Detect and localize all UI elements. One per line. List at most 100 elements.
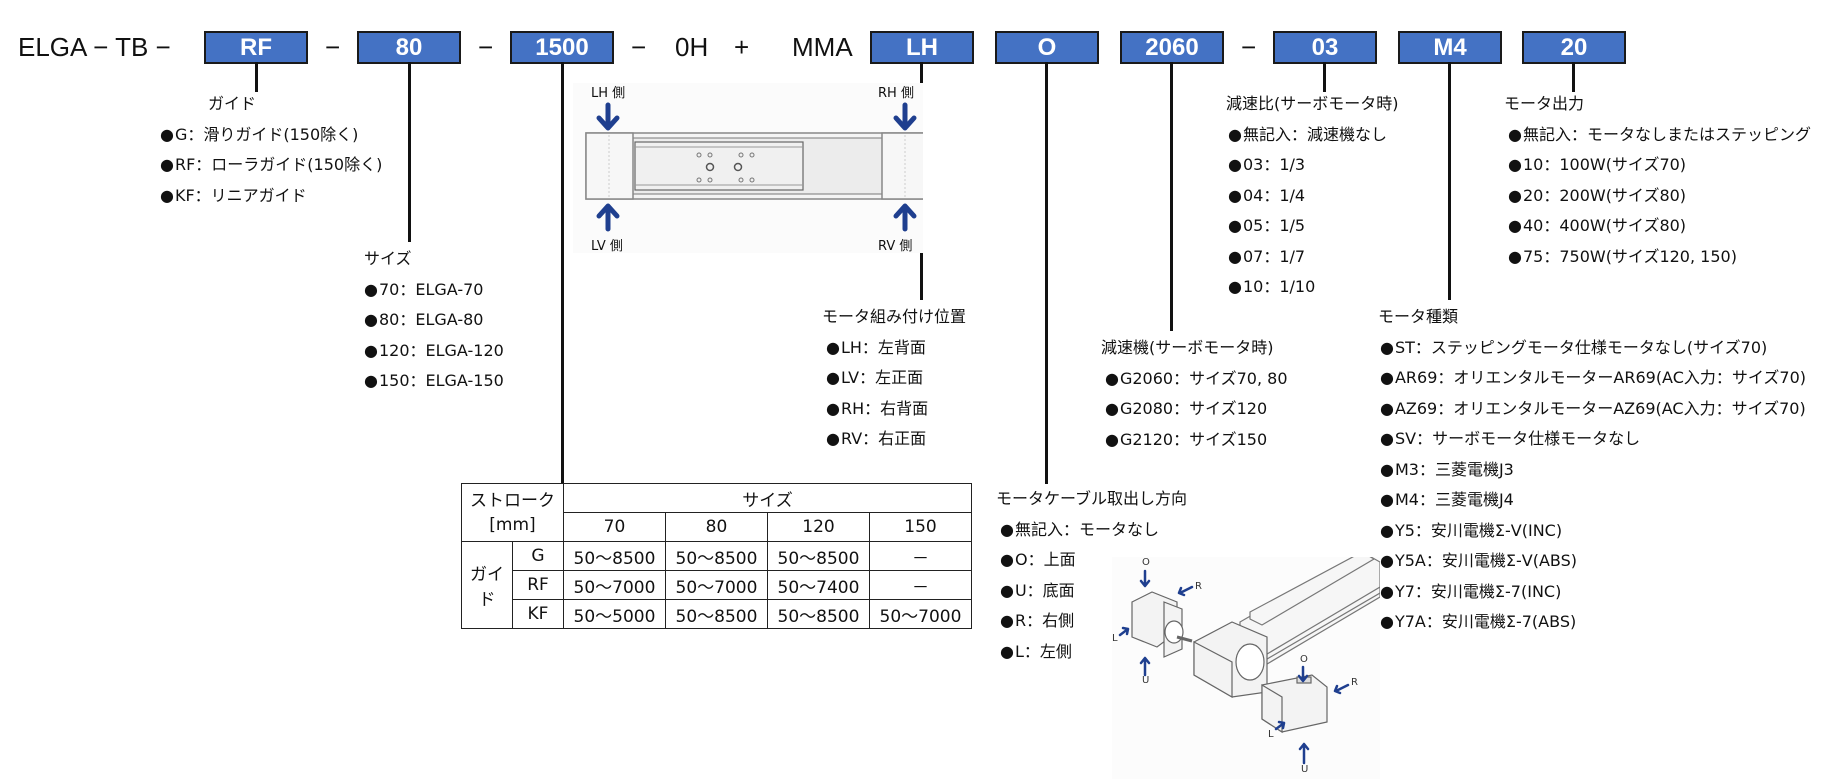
- table-cell: 50～7000: [563, 570, 666, 600]
- size-item: 70：ELGA-70: [364, 275, 504, 306]
- connector-ratio: [1323, 62, 1326, 92]
- table-cell: 50～8500: [767, 541, 870, 571]
- size-group: サイズ 70：ELGA-70 80：ELGA-80 120：ELGA-120 1…: [364, 244, 504, 397]
- motor-type-item: Y5：安川電機Σ-V(INC): [1380, 516, 1806, 547]
- output-item: 10：100W(サイズ70): [1508, 150, 1811, 181]
- output-group: モータ出力 無記入：モータなしまたはステッピング 10：100W(サイズ70) …: [1504, 89, 1811, 272]
- code-0h: 0H: [675, 32, 709, 62]
- output-item: 無記入：モータなしまたはステッピング: [1508, 120, 1811, 151]
- connector-reducer: [1170, 62, 1173, 331]
- table-guide-cell: KF: [512, 599, 564, 629]
- code-box-reducer[interactable]: 2060: [1120, 31, 1224, 64]
- code-box-guide[interactable]: RF: [204, 31, 308, 64]
- motor-type-item: AR69：オリエンタルモーターAR69(AC入力：サイズ70): [1380, 363, 1806, 394]
- separator: −: [478, 32, 494, 62]
- table-size-col: 80: [665, 512, 768, 542]
- table-size-col: 150: [869, 512, 972, 542]
- separator: −: [1241, 32, 1257, 62]
- table-cell: 50～8500: [767, 599, 870, 629]
- motor-type-item: AZ69：オリエンタルモーターAZ69(AC入力：サイズ70): [1380, 394, 1806, 425]
- cable-item: O：上面: [1000, 545, 1187, 576]
- table-guide-header: ガイド: [461, 541, 513, 629]
- arrow-l-icon: [1274, 720, 1286, 731]
- label-lv-side: LV 側: [591, 239, 623, 254]
- arrow-u-icon: [1298, 742, 1310, 765]
- guide-title: ガイド: [208, 94, 257, 113]
- size-item: 120：ELGA-120: [364, 336, 504, 367]
- label-r: R: [1195, 581, 1202, 592]
- table-size-col: 70: [563, 512, 666, 542]
- connector-output: [1572, 62, 1575, 92]
- arrow-up-icon: [893, 203, 917, 232]
- motor-type-item: Y5A：安川電機Σ-V(ABS): [1380, 546, 1806, 577]
- table-cell: 50～8500: [665, 599, 768, 629]
- code-box-ratio[interactable]: 03: [1273, 31, 1377, 64]
- arrow-r-icon: [1333, 683, 1350, 695]
- mount-group: モータ組み付け位置 LH：左背面 LV：左正面 RH：右背面 RV：右正面: [822, 302, 966, 455]
- table-cell: －: [869, 541, 972, 571]
- connector-stroke: [561, 62, 564, 483]
- output-item: 40：400W(サイズ80): [1508, 211, 1811, 242]
- table-row: ガイド G 50～8500 50～8500 50～8500 －: [461, 541, 972, 629]
- table-size-header: サイズ: [563, 483, 972, 513]
- table-cell: 50～8500: [665, 541, 768, 571]
- separator: −: [631, 32, 647, 62]
- table-cell: 50～7000: [665, 570, 768, 600]
- motor-drawing: [1112, 551, 1381, 779]
- mount-title: モータ組み付け位置: [822, 307, 967, 326]
- cable-group: モータケーブル取出し方向 無記入：モータなし O：上面 U：底面 R：右側 L：…: [996, 484, 1187, 667]
- code-plus: +: [734, 32, 750, 62]
- guide-item: RF：ローラガイド(150除く): [160, 150, 382, 181]
- ratio-item: 05：1/5: [1228, 211, 1399, 242]
- motor-type-group: モータ種類 ST：ステッピングモータ仕様モータなし(サイズ70) AR69：オリ…: [1378, 302, 1806, 638]
- table-cell: 50～8500: [563, 541, 666, 571]
- label-rv-side: RV 側: [878, 239, 913, 254]
- motor-type-item: Y7A：安川電機Σ-7(ABS): [1380, 607, 1806, 638]
- code-box-cable[interactable]: O: [995, 31, 1099, 64]
- connector-cable: [1045, 62, 1048, 484]
- arrow-down-icon: [893, 102, 917, 131]
- ratio-item: 07：1/7: [1228, 242, 1399, 273]
- stroke-table: ストローク [mm] サイズ 70 80 120 150 ガイド G 50～85…: [461, 483, 972, 629]
- cable-item: R：右側: [1000, 606, 1187, 637]
- mount-item: LV：左正面: [826, 363, 966, 394]
- code-box-mount[interactable]: LH: [870, 31, 974, 64]
- label-u: U: [1301, 764, 1309, 775]
- arrow-o-icon: [1139, 569, 1151, 588]
- connector-motor-type: [1448, 62, 1451, 300]
- label-l: L: [1112, 633, 1118, 644]
- motor-cable-diagram: O R L U O R L U: [1112, 551, 1381, 779]
- code-box-size[interactable]: 80: [357, 31, 461, 64]
- mount-item: RH：右背面: [826, 394, 966, 425]
- size-title: サイズ: [364, 249, 412, 268]
- arrow-u-icon: [1139, 656, 1151, 677]
- reducer-item: G2120：サイズ150: [1105, 425, 1288, 456]
- separator: −: [325, 32, 341, 62]
- label-u: U: [1142, 675, 1150, 686]
- code-box-stroke[interactable]: 1500: [510, 31, 614, 64]
- arrow-down-icon: [596, 102, 620, 131]
- table-guide-cell: G: [512, 541, 564, 571]
- output-title: モータ出力: [1504, 94, 1585, 113]
- cable-title: モータケーブル取出し方向: [996, 489, 1188, 508]
- table-corner-line1: ストローク: [470, 490, 555, 511]
- cable-item: U：底面: [1000, 576, 1187, 607]
- label-rh-side: RH 側: [878, 86, 914, 101]
- cable-item: 無記入：モータなし: [1000, 515, 1187, 546]
- ratio-item: 無記入：減速機なし: [1228, 120, 1399, 151]
- connector-guide: [255, 62, 258, 92]
- model-prefix: ELGA − TB −: [18, 32, 171, 62]
- output-item: 75：750W(サイズ120, 150): [1508, 242, 1811, 273]
- reducer-item: G2060：サイズ70, 80: [1105, 364, 1288, 395]
- code-box-output[interactable]: 20: [1522, 31, 1626, 64]
- ratio-title: 減速比(サーボモータ時): [1226, 94, 1399, 113]
- table-row: RF 50～7000 50～7000 50～7400 －: [462, 570, 972, 600]
- code-box-motor-type[interactable]: M4: [1398, 31, 1502, 64]
- size-item: 150：ELGA-150: [364, 366, 504, 397]
- motor-type-item: M3：三菱電機J3: [1380, 455, 1806, 486]
- mount-item: RV：右正面: [826, 424, 966, 455]
- motor-type-item: Y7：安川電機Σ-7(INC): [1380, 577, 1806, 608]
- reducer-title: 減速機(サーボモータ時): [1101, 338, 1274, 357]
- guide-group: ガイド G：滑りガイド(150除く) RF：ローラガイド(150除く) KF：リ…: [160, 89, 382, 211]
- table-size-col: 120: [767, 512, 870, 542]
